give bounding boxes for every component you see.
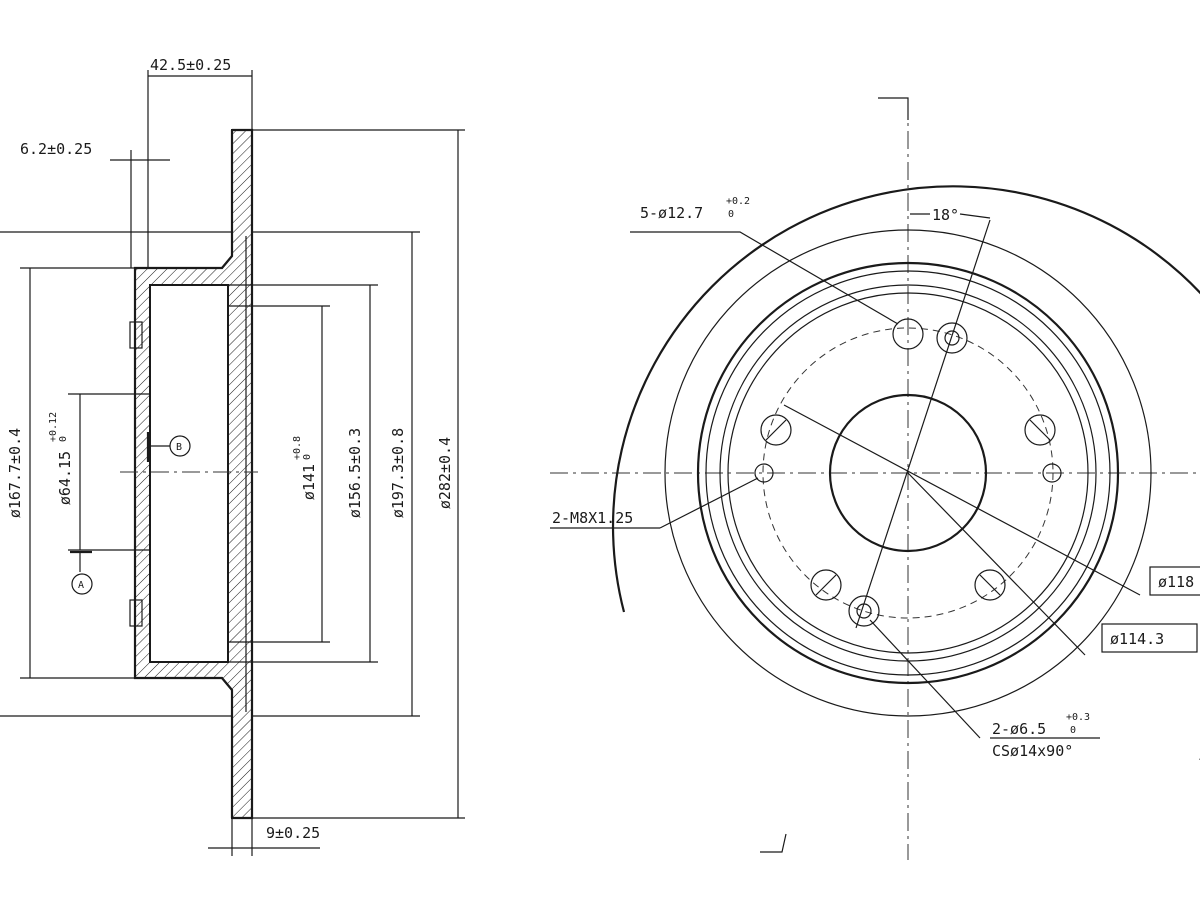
holes-5-label: 5-ø12.7: [640, 204, 703, 222]
hat-thickness-label: 6.2±0.25: [20, 140, 92, 158]
front-view: 18° 5-ø12.7 +0.2 0 2-M8X1.25 ø118 ø114.3…: [550, 97, 1200, 860]
d197-label: ø197.3±0.8: [389, 428, 407, 518]
datum-a-marker: [71, 573, 93, 595]
holes-2-tol-top: +0.3: [1066, 712, 1090, 723]
d118-label: ø118: [1158, 573, 1194, 591]
bolt-holes: [760, 318, 1056, 601]
holes-2-tol-bottom: 0: [1070, 725, 1076, 736]
disc-thickness-label: 9±0.25: [266, 824, 320, 842]
center-bore: [828, 393, 988, 553]
d64-tol-top: +0.12: [48, 412, 59, 442]
countersink-label: CSø14x90°: [992, 742, 1073, 760]
d156-label: ø156.5±0.3: [346, 428, 364, 518]
datum-a-label: A: [78, 580, 84, 591]
datum-b-marker: [169, 435, 191, 457]
holes-5-tol-top: +0.2: [726, 196, 750, 207]
d141-tol-top: +0.8: [292, 436, 303, 460]
d282-label: ø282±0.4: [436, 437, 454, 509]
angle-label: 18°: [932, 206, 959, 224]
d114-label: ø114.3: [1110, 630, 1164, 648]
datum-b-label: B: [176, 442, 182, 453]
d64-label: ø64.15: [56, 451, 74, 505]
rotor-section: [134, 129, 253, 819]
d141-label: ø141: [300, 464, 318, 500]
holes-5-tol-bottom: 0: [728, 209, 734, 220]
thread-label: 2-M8X1.25: [552, 509, 633, 527]
d167-label: ø167.7±0.4: [6, 428, 24, 518]
d141-tol-bottom: 0: [302, 454, 313, 460]
holes-2-label: 2-ø6.5: [992, 720, 1046, 738]
hub-depth-label: 42.5±0.25: [150, 56, 231, 74]
d64-tol-bottom: 0: [58, 436, 69, 442]
disc-outer-edge: [611, 185, 1200, 760]
side-section-view: 42.5±0.25 6.2±0.25 9±0.25 A B ø167.7±0.4…: [0, 56, 465, 856]
